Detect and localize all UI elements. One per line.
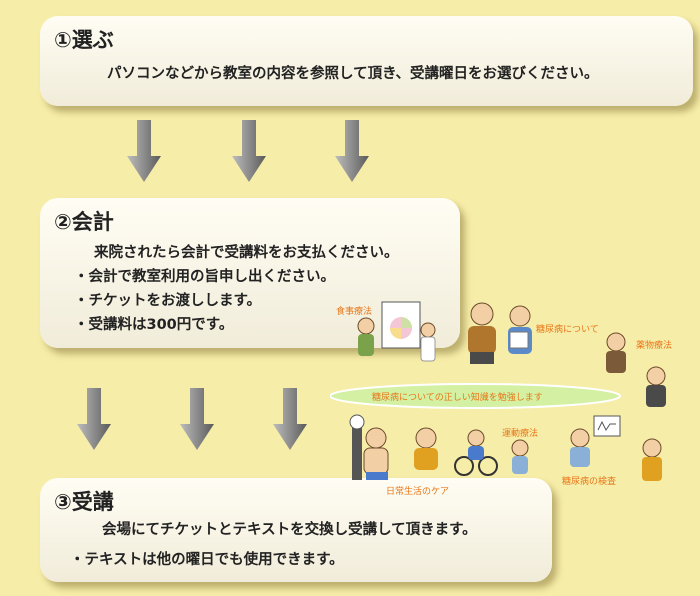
down-arrow-icon <box>180 388 214 450</box>
daily-care-figure <box>349 414 438 480</box>
knowledge-banner: 糖尿病についての正しい知識を勉強します <box>330 383 621 409</box>
step-1-line-1: パソコンなどから教室の内容を参照して頂き、受講曜日をお選びください。 <box>107 66 599 82</box>
step-2-card: ②会計 来院されたら会計で受講料をお支払ください。 ・会計で教室利用の旨申し出く… <box>40 198 460 348</box>
diet-therapy-figure <box>357 301 436 362</box>
exercise-figure <box>454 429 529 476</box>
down-arrow-icon <box>77 388 111 450</box>
down-arrow-icon <box>335 120 369 182</box>
step-2-heading: ②会計 <box>54 210 114 234</box>
drug-therapy-figure <box>606 332 666 407</box>
step-1-heading: ①選ぶ <box>54 28 114 52</box>
label-exercise: 運動療法 <box>502 427 538 439</box>
step-2-line-1: 来院されたら会計で受講料をお支払ください。 <box>94 245 399 261</box>
step-2-line-2: ・会計で教室利用の旨申し出ください。 <box>74 269 335 285</box>
label-daily: 日常生活のケア <box>386 485 449 497</box>
diabetes-education-illustration: 食事療法 糖尿病について 薬物療法 糖尿病についての正しい知識を勉強します 日常… <box>330 301 672 497</box>
label-banner: 糖尿病についての正しい知識を勉強します <box>372 391 543 403</box>
step-3-line-2: ・テキストは他の曜日でも使用できます。 <box>70 552 344 568</box>
step-2-line-4: ・受講料は300円です。 <box>74 317 234 333</box>
label-exam: 糖尿病の検査 <box>562 475 616 487</box>
exam-figure <box>570 415 662 481</box>
step-2-line-3: ・チケットをお渡しします。 <box>74 293 262 309</box>
down-arrow-icon <box>127 120 161 182</box>
label-drug: 薬物療法 <box>636 339 672 351</box>
down-arrow-icon <box>232 120 266 182</box>
down-arrow-icon <box>273 388 307 450</box>
step-3-heading: ③受講 <box>54 490 114 514</box>
about-diabetes-figure <box>468 302 532 364</box>
step-3-card: ③受講 会場にてチケットとテキストを交換し受講して頂きます。 ・テキストは他の曜… <box>40 478 552 582</box>
label-diet: 食事療法 <box>336 305 372 317</box>
step-1-card: ①選ぶ パソコンなどから教室の内容を参照して頂き、受講曜日をお選びください。 <box>40 16 693 106</box>
label-about: 糖尿病について <box>536 323 599 335</box>
step-3-line-1: 会場にてチケットとテキストを交換し受講して頂きます。 <box>102 522 477 538</box>
